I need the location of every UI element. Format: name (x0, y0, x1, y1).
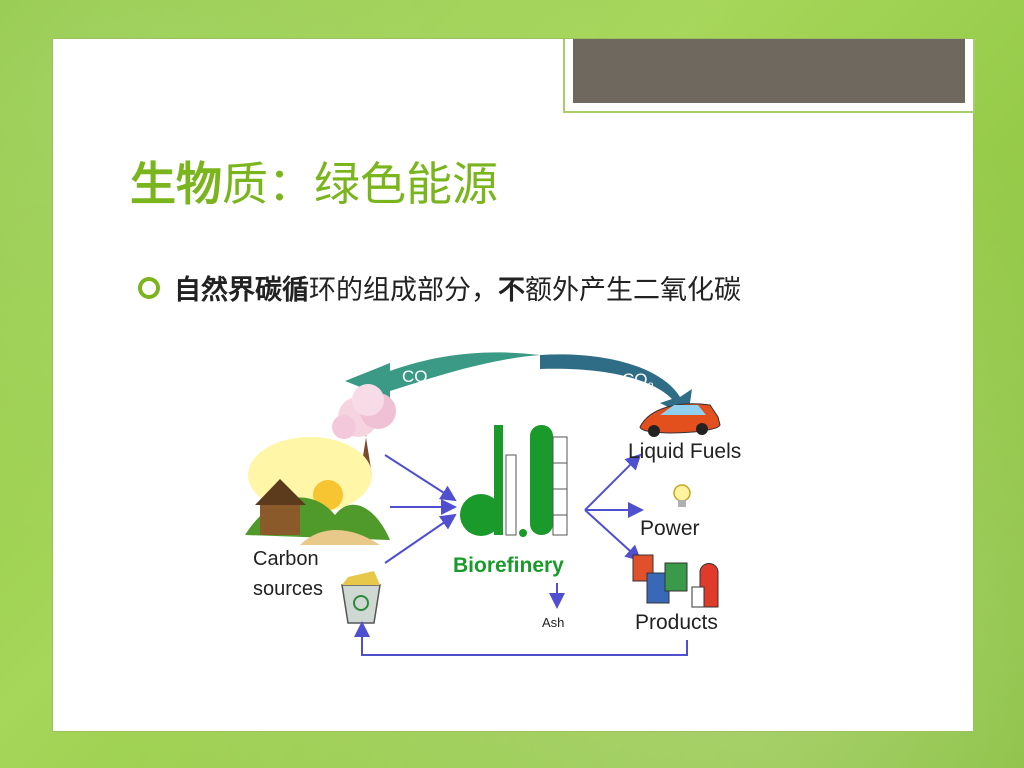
biorefinery-tower-icon (460, 425, 568, 537)
arrow-to-products (584, 509, 642, 562)
car-icon (639, 403, 721, 437)
co2-right-label: CO2 (622, 370, 654, 393)
header-tab (563, 39, 975, 113)
header-tab-fill (573, 39, 965, 103)
carbon-sources-label-line1: Carbon (253, 548, 319, 570)
product-containers-icon (632, 554, 719, 608)
liquid-fuels-label: Liquid Fuels (628, 440, 741, 463)
arrow-bin-to-refinery (384, 513, 457, 564)
bullet-bold-3: 不 (498, 275, 525, 306)
ash-label: Ash (542, 615, 564, 630)
bullet-item: 自然界碳循环的组成部分，不额外产生二氧化碳 (138, 268, 741, 307)
power-label: Power (640, 517, 700, 540)
slide-title: 生物质：绿色能源 (130, 153, 498, 215)
bullet-text-2: 环的组成部分， (309, 275, 498, 306)
bullet-ring-icon (138, 276, 160, 299)
biorefinery-diagram: CO2 CO2 (245, 352, 741, 656)
carbon-sources-label-line2: sources (253, 578, 323, 600)
biorefinery-label: Biorefinery (453, 554, 564, 577)
products-label: Products (635, 611, 718, 634)
light-bulb-icon (673, 484, 691, 507)
feedback-loop-arrow (354, 621, 688, 656)
title-bold-part: 生物 (130, 157, 222, 211)
co2-left-label: CO2 (402, 367, 434, 390)
bullet-text: 自然界碳循环的组成部分，不额外产生二氧化碳 (174, 268, 741, 307)
slide-canvas (52, 38, 975, 732)
arrow-tree-to-refinery (384, 454, 457, 502)
landscape-icon (245, 437, 390, 545)
title-rest-part: 质：绿色能源 (222, 157, 498, 211)
bullet-bold-1: 自然界碳循 (174, 275, 309, 306)
co2-arrow-left-icon (345, 352, 540, 399)
recycle-bin-icon (341, 571, 381, 624)
tree-icon (332, 384, 396, 475)
bullet-text-4: 额外产生二氧化碳 (525, 275, 741, 306)
arrow-to-liquid-fuels (584, 453, 642, 511)
